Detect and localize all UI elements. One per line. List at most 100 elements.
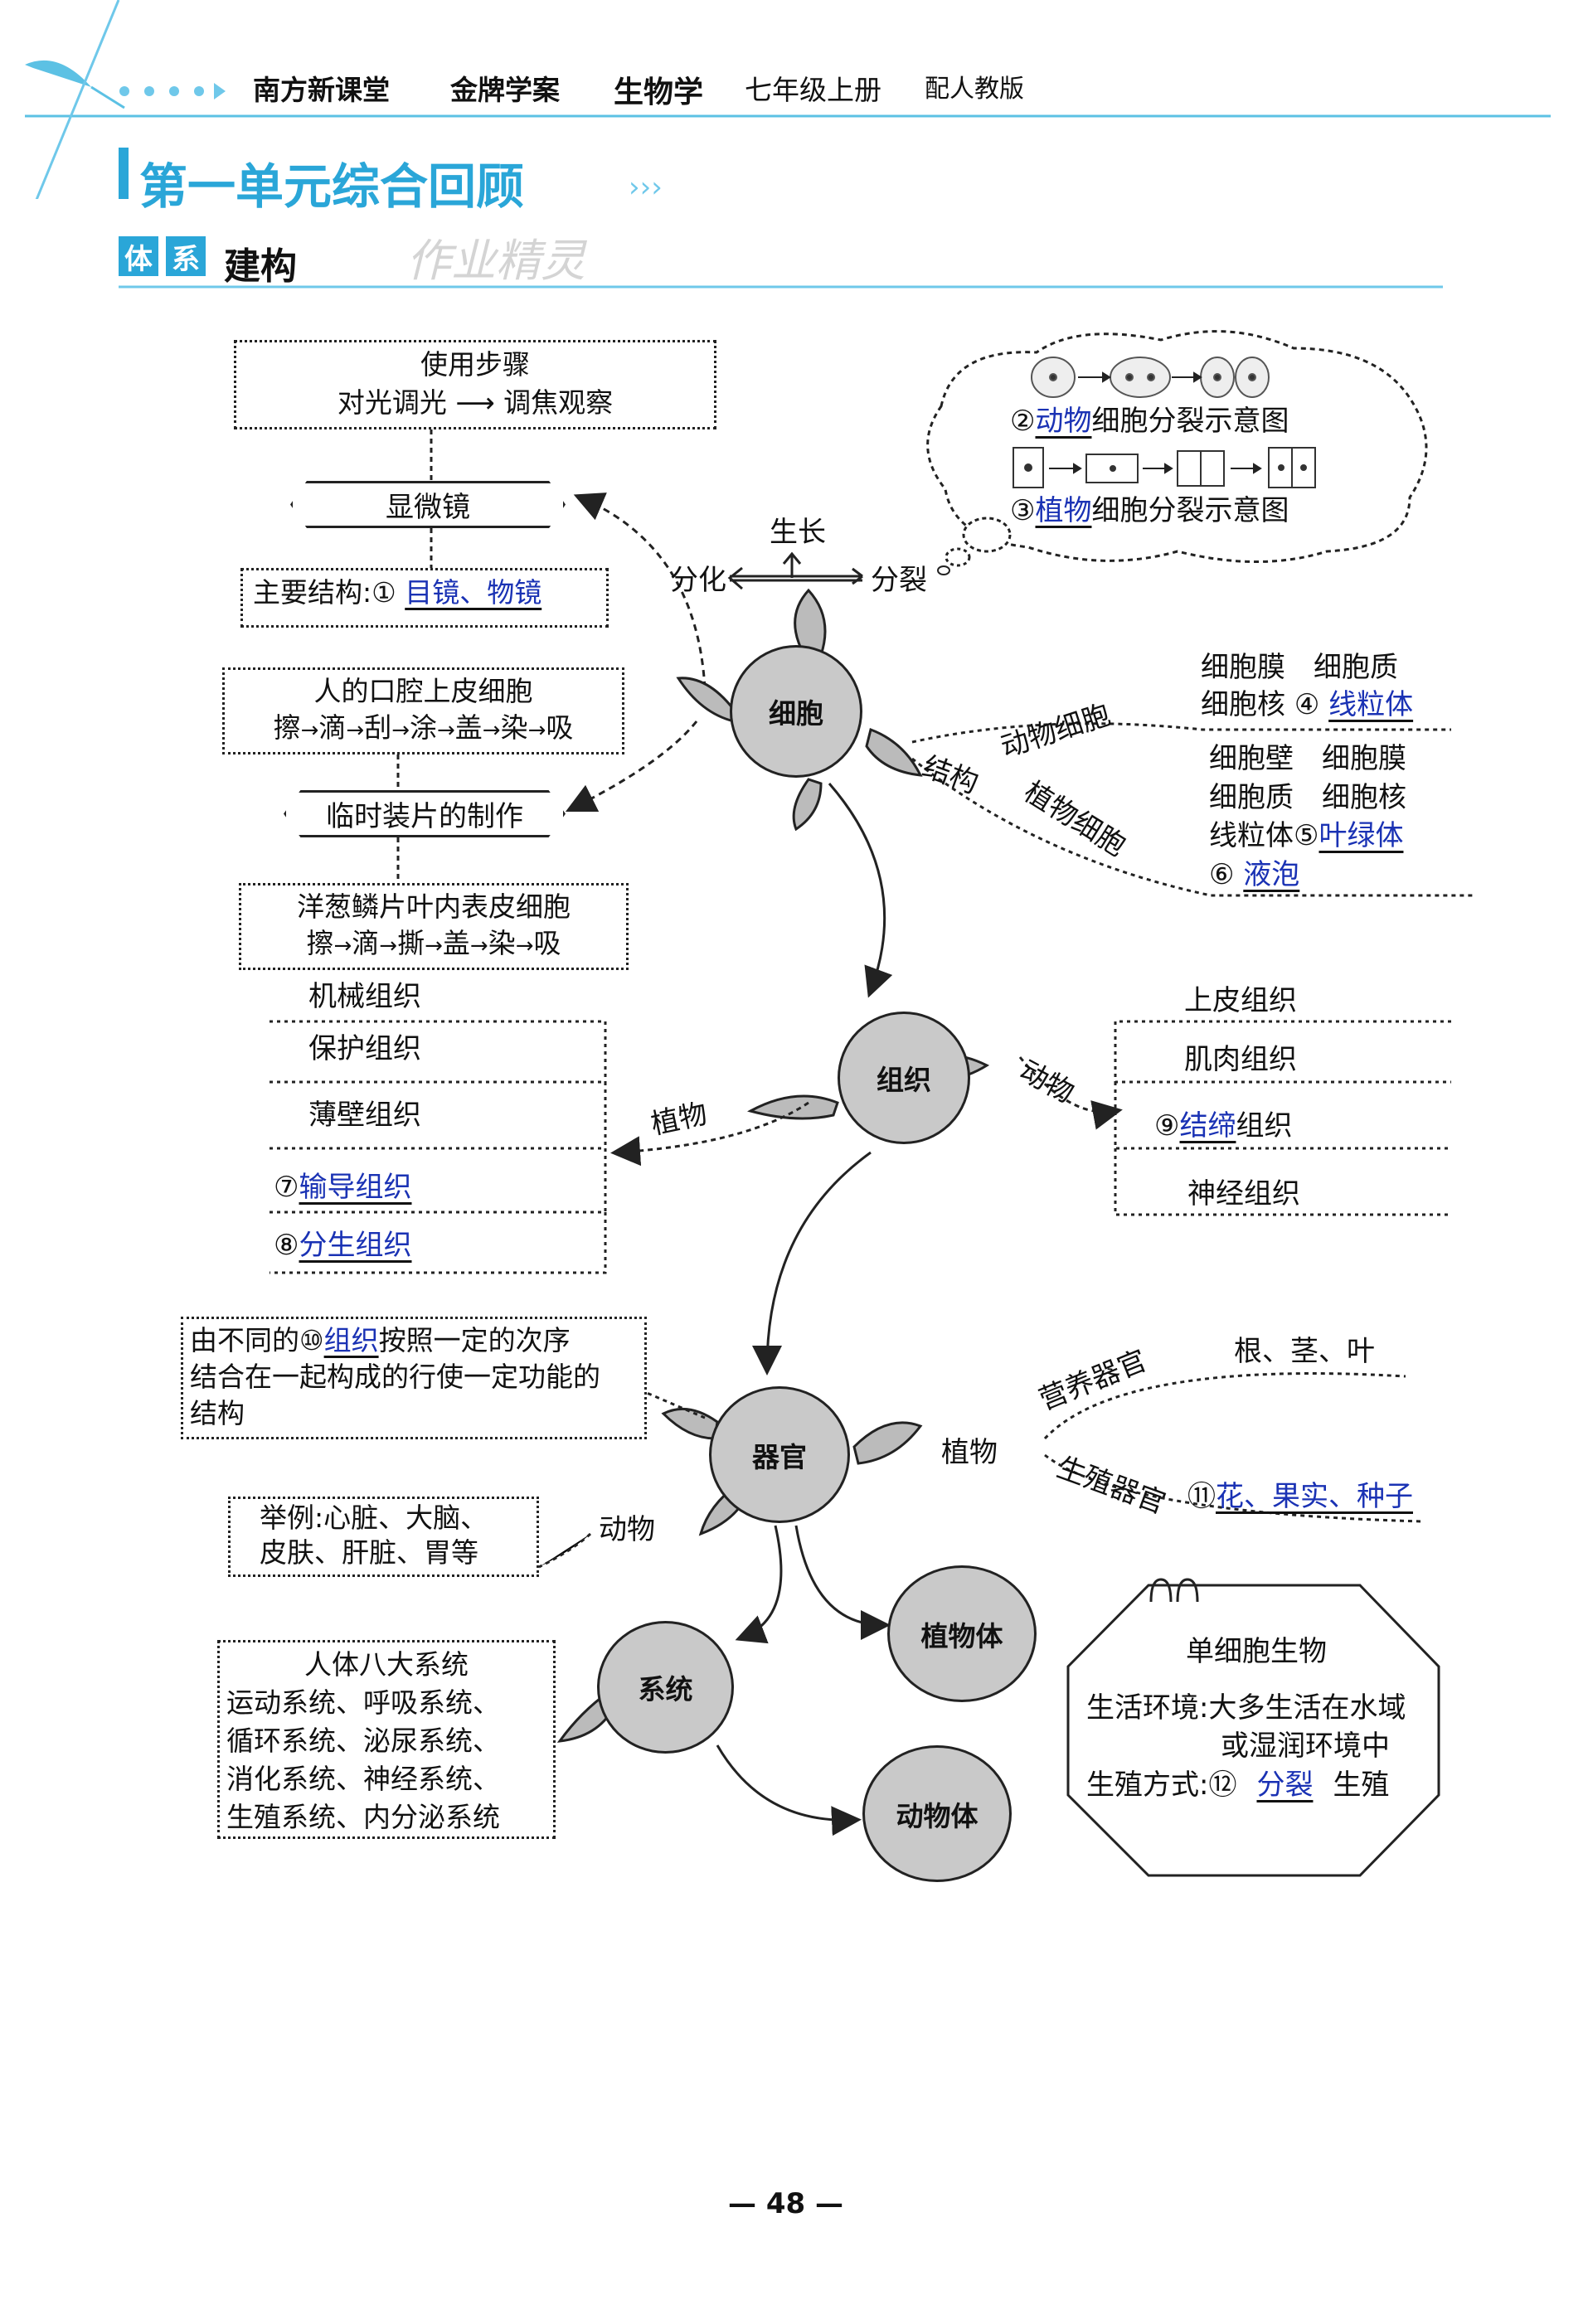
microscope-node: 显微镜 [290, 481, 566, 528]
tissue-node: 组织 [838, 1012, 970, 1144]
plant-cell-mito: 线粒体 [1209, 819, 1294, 852]
answer-5: 叶绿体 [1318, 819, 1403, 852]
system-title: 人体八大系统 [226, 1646, 546, 1684]
division-animal-text: 细胞分裂示意图 [1091, 405, 1289, 438]
step-item: 滴 [352, 927, 379, 959]
step-item: 涂 [410, 711, 437, 744]
split-label: 分裂 [871, 564, 927, 597]
arrow-icon: → [528, 718, 546, 743]
organ-plant-label: 植物 [941, 1436, 998, 1469]
animal-tissue-3: ⑨结缔组织 [1154, 1109, 1292, 1143]
grow-label: 生长 [770, 516, 826, 549]
def-line2: 结合在一起构成的行使一定功能的 [190, 1359, 638, 1395]
step-item: 染 [488, 927, 516, 959]
veg-organ-items: 根、茎、叶 [1234, 1335, 1375, 1368]
system-line-3: 消化系统、神经系统、 [226, 1760, 546, 1798]
step-item: 撕 [397, 927, 425, 959]
num-2: ② [1010, 405, 1035, 438]
plant-cell-line1: 细胞壁 细胞膜 [1209, 742, 1406, 775]
num-11: ⑪ [1187, 1480, 1216, 1513]
structure-label: 主要结构: [253, 576, 372, 609]
division-animal-line: ②动物细胞分裂示意图 [1010, 405, 1289, 438]
arrow-icon: → [334, 934, 352, 958]
num-7: ⑦ [274, 1171, 299, 1204]
answer-3: 植物 [1035, 494, 1091, 527]
step-item: 盖 [455, 711, 483, 744]
page-number: — 48 — [728, 2187, 843, 2220]
step-item: 擦 [274, 711, 301, 744]
unicell-env-2: 或湿润环境中 [1221, 1730, 1390, 1763]
step-item: 吸 [546, 711, 573, 744]
animal-tissue-1: 上皮组织 [1184, 984, 1297, 1017]
suffix-9: 组织 [1236, 1109, 1292, 1143]
organ-definition-box: 由不同的⑩组织按照一定的次序 结合在一起构成的行使一定功能的 结构 [181, 1317, 647, 1439]
rep-pre: 生殖方式: [1086, 1768, 1208, 1802]
answer-9: 结缔 [1179, 1109, 1236, 1143]
arrow-icon: → [391, 718, 410, 743]
steps-from: 对光调光 [338, 386, 447, 419]
answer-11: 花、果实、种子 [1216, 1480, 1413, 1513]
arrow-icon: → [470, 934, 488, 958]
plant-tissue-2: 保护组织 [308, 1032, 421, 1065]
page-number-value: 48 [766, 2187, 805, 2220]
plant-tissue-5: ⑧分生组织 [274, 1229, 411, 1262]
animal-tissue-2: 肌肉组织 [1184, 1043, 1297, 1076]
arrow-icon: → [516, 934, 534, 958]
microscope-structure-box: 主要结构:① 目镜、物镜 [240, 568, 609, 628]
animal-tissue-4: 神经组织 [1187, 1177, 1300, 1211]
step-item: 滴 [318, 711, 346, 744]
organ-animal-label: 动物 [599, 1513, 655, 1546]
example-line1: 举例:心脏、大脑、 [260, 1501, 507, 1536]
answer-7: 输导组织 [299, 1171, 411, 1204]
answer-8: 分生组织 [299, 1229, 411, 1262]
def-post: 按照一定的次序 [379, 1324, 571, 1356]
onion-steps: 擦→滴→撕→盖→染→吸 [251, 925, 616, 964]
unicell-env-1: 生活环境:大多生活在水域 [1086, 1691, 1406, 1725]
division-plant-line: ③植物细胞分裂示意图 [1010, 494, 1289, 527]
diff-label: 分化 [670, 564, 726, 597]
plant-tissue-3: 薄壁组织 [308, 1099, 421, 1132]
organ-node: 器官 [709, 1386, 850, 1523]
step-item: 盖 [443, 927, 470, 959]
onion-title: 洋葱鳞片叶内表皮细胞 [251, 889, 616, 925]
animal-body-node: 动物体 [862, 1745, 1012, 1882]
plant-tissue-4: ⑦输导组织 [274, 1171, 411, 1204]
num-1: ① [372, 576, 396, 609]
rep-organ-line: ⑪花、果实、种子 [1187, 1480, 1413, 1513]
animal-cell-line2: 细胞核 ④ 线粒体 [1201, 688, 1413, 721]
arrow-icon: → [483, 718, 501, 743]
division-plant-text: 细胞分裂示意图 [1091, 494, 1289, 527]
arrow-icon: → [437, 718, 455, 743]
cheek-cell-box: 人的口腔上皮细胞 擦→滴→刮→涂→盖→染→吸 [222, 667, 624, 754]
system-line-1: 运动系统、呼吸系统、 [226, 1684, 546, 1722]
system-line-4: 生殖系统、内分泌系统 [226, 1798, 546, 1836]
onion-cell-box: 洋葱鳞片叶内表皮细胞 擦→滴→撕→盖→染→吸 [239, 883, 629, 970]
rep-post: 生殖 [1333, 1768, 1389, 1802]
num-5: ⑤ [1294, 819, 1318, 852]
system-node: 系统 [597, 1621, 734, 1754]
animal-cell-nucleus: 细胞核 [1201, 688, 1285, 721]
num-8: ⑧ [274, 1229, 299, 1262]
arrow-icon: → [346, 718, 364, 743]
num-4: ④ [1294, 688, 1319, 721]
organ-example-box: 举例:心脏、大脑、 皮肤、肝脏、胃等 [228, 1497, 539, 1577]
steps-title: 使用步骤 [246, 346, 704, 384]
steps-to: 调焦观察 [503, 386, 613, 419]
num-6: ⑥ [1209, 858, 1234, 891]
arrow-icon: → [301, 718, 319, 743]
answer-12: 分裂 [1236, 1768, 1333, 1802]
plant-cell-line2: 细胞质 细胞核 [1209, 781, 1406, 814]
answer-2: 动物 [1035, 405, 1091, 438]
system-box: 人体八大系统 运动系统、呼吸系统、 循环系统、泌尿系统、 消化系统、神经系统、 … [217, 1640, 556, 1839]
answer-1: 目镜、物镜 [405, 576, 541, 609]
cheek-steps: 擦→滴→刮→涂→盖→染→吸 [235, 710, 612, 749]
def-line3: 结构 [190, 1395, 638, 1432]
arrow-icon: → [379, 934, 397, 958]
arrow-icon: → [425, 934, 443, 958]
unicell-title: 单细胞生物 [1186, 1635, 1327, 1668]
example-line2: 皮肤、肝脏、胃等 [260, 1536, 507, 1570]
step-item: 擦 [307, 927, 334, 959]
def-pre: 由不同的 [190, 1324, 299, 1356]
arrow-icon: ⟶ [447, 386, 503, 419]
